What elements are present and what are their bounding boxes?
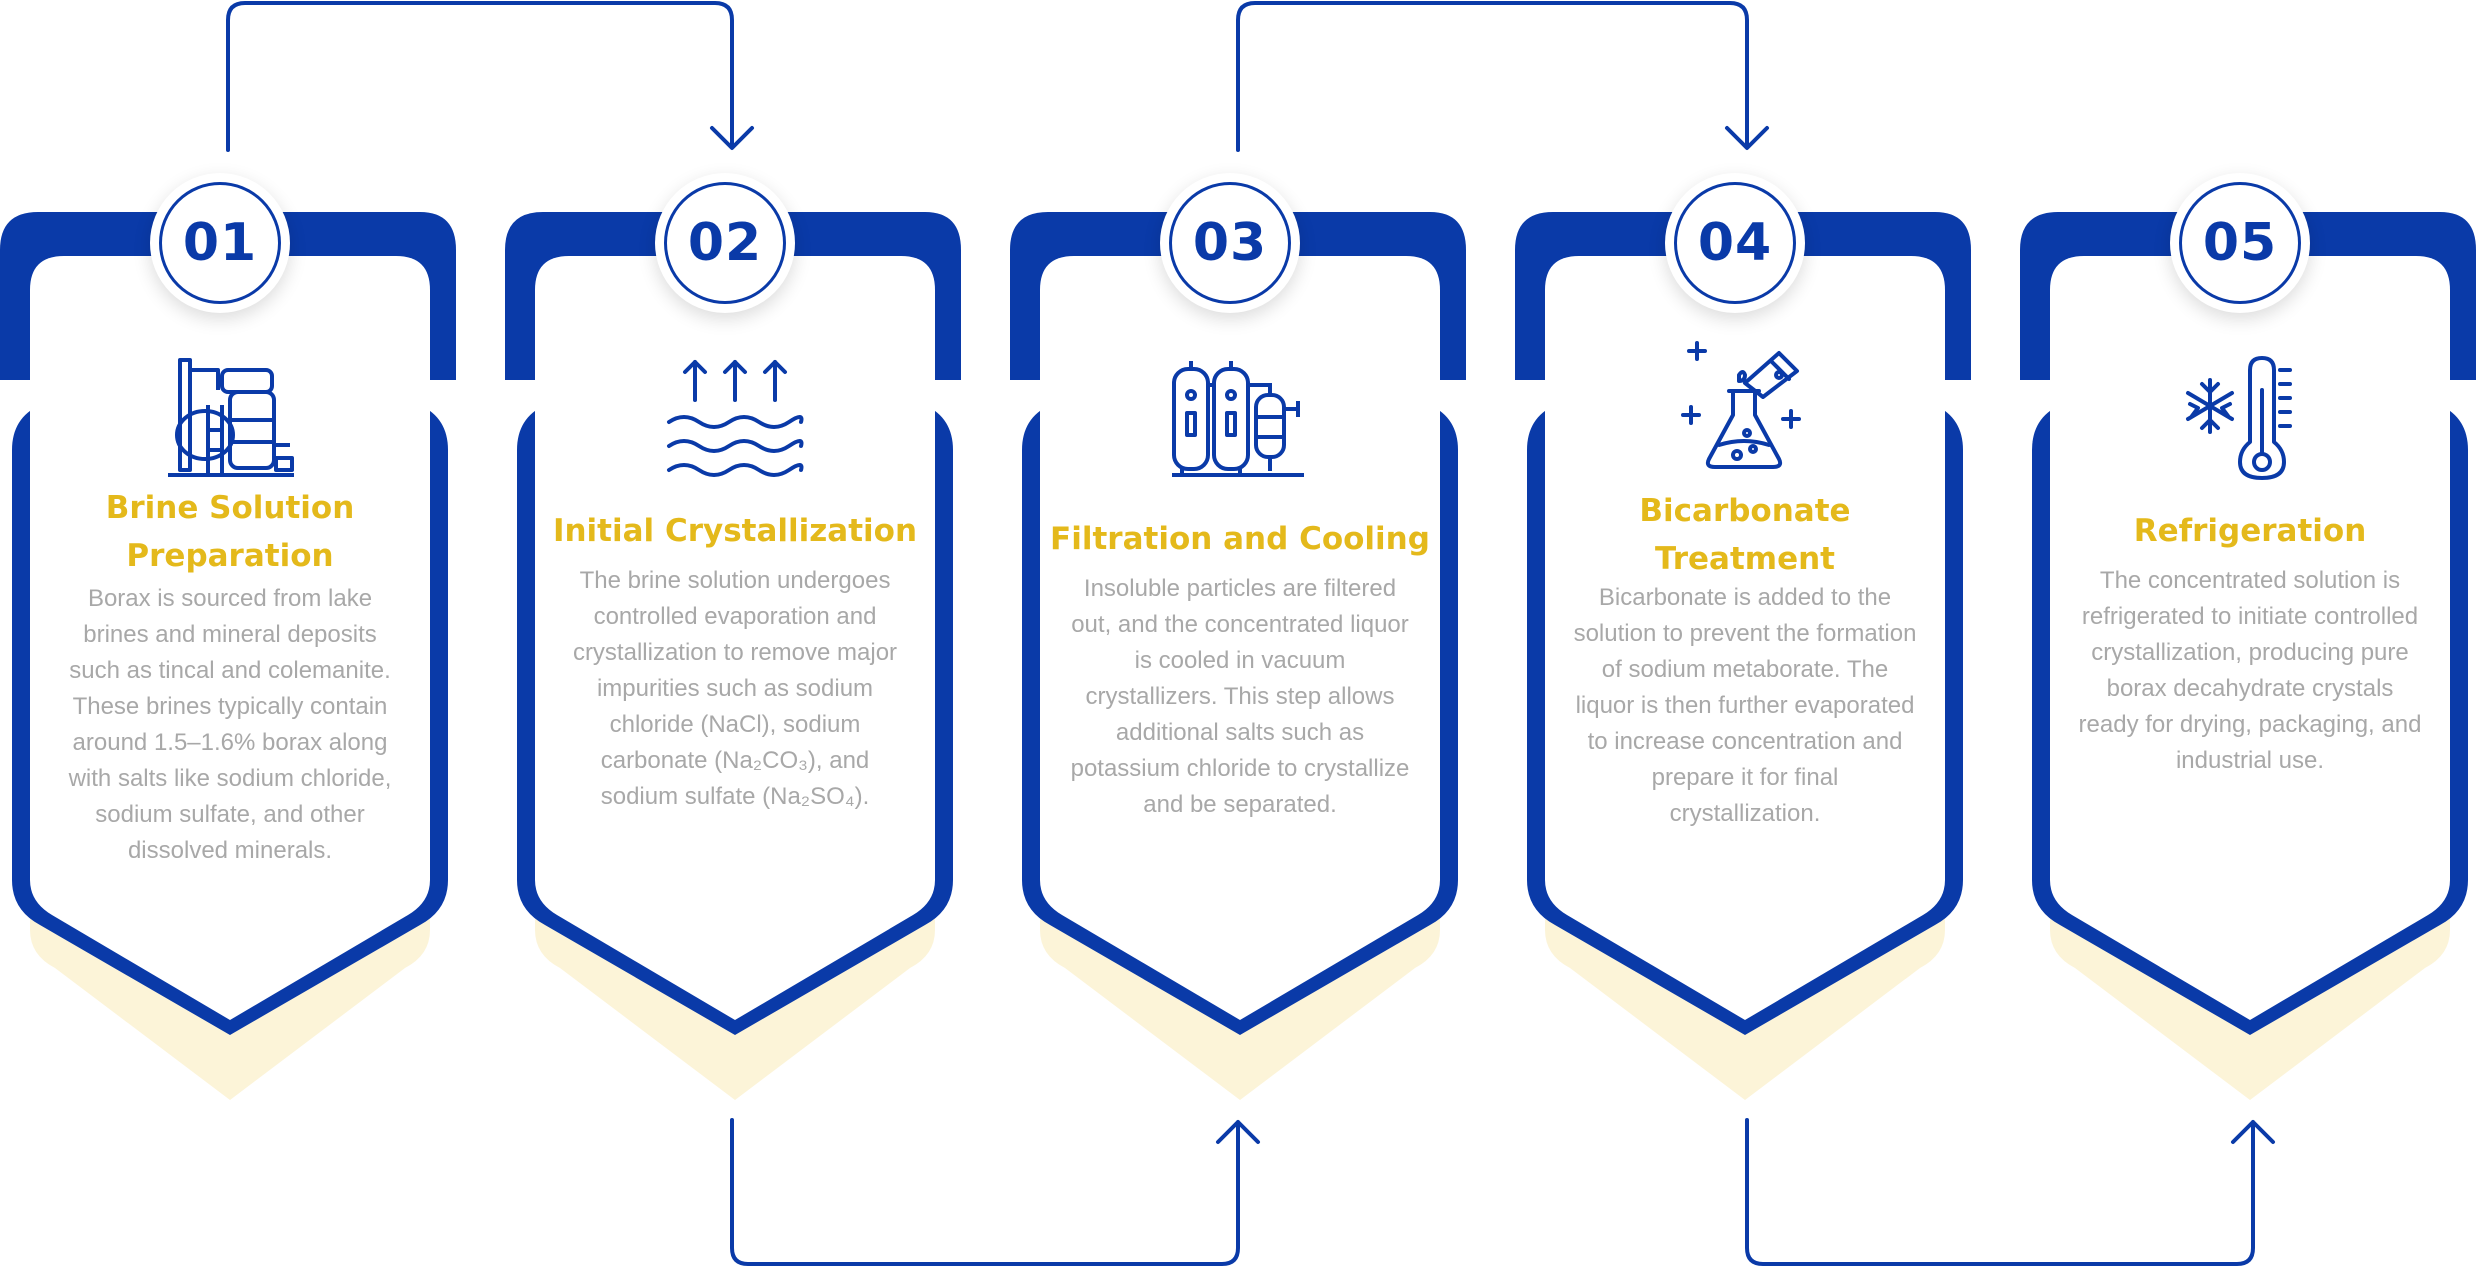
step-title: Refrigeration (2133, 513, 2367, 549)
industrial-tanks-icon (168, 358, 294, 477)
step-description: The concentrated solution is refrigerate… (2078, 567, 2422, 774)
step-card-01: 01 Brine Solution Preparation Borax is s… (0, 0, 460, 1267)
evaporation-icon (667, 360, 804, 477)
card-shape (1515, 212, 1971, 1100)
step-number: 01 (182, 213, 258, 273)
step-card-02: 02 Initial Crystallization The brine sol… (505, 0, 965, 1267)
step-description: The brine solution undergoes controlled … (572, 567, 898, 810)
step-title: Initial Crystallization (552, 513, 918, 549)
connector-arrow-04-05 (1745, 1118, 2275, 1266)
card-shape (505, 212, 961, 1100)
step-card-05: 05 Refrigeration The concentrated soluti… (2020, 0, 2480, 1267)
step-number-badge: 05 (2170, 173, 2310, 313)
step-card-04: 04 Bicarbonate Treatment Bicarbonate is … (1515, 0, 1975, 1267)
step-number-badge: 04 (1665, 173, 1805, 313)
step-title: Brine Solution Preparation (105, 490, 355, 574)
card-shape (2020, 212, 2476, 1100)
card-shape (1010, 212, 1466, 1100)
step-title: Filtration and Cooling (1050, 521, 1430, 557)
step-number: 03 (1192, 213, 1268, 273)
card-shape (0, 212, 456, 1100)
connector-arrow-01-02 (226, 1, 754, 152)
step-number-badge: 01 (150, 173, 290, 313)
step-description: Borax is sourced from lake brines and mi… (68, 585, 392, 864)
step-number: 04 (1697, 213, 1773, 273)
connector-arrow-02-03 (730, 1118, 1260, 1266)
step-description: Insoluble particles are filtered out, an… (1070, 575, 1410, 818)
step-number-badge: 03 (1160, 173, 1300, 313)
filtration-unit-icon (1172, 361, 1304, 477)
step-number-badge: 02 (655, 173, 795, 313)
refrigeration-thermometer-icon (2186, 356, 2292, 480)
chemistry-flask-icon (1681, 341, 1801, 469)
step-description: Bicarbonate is added to the solution to … (1573, 584, 1917, 827)
step-number: 02 (687, 213, 763, 273)
step-card-03: 03 Filtration and Cooling Inso (1010, 0, 1470, 1267)
connector-arrow-03-04 (1236, 1, 1769, 152)
step-number: 05 (2202, 213, 2278, 273)
step-title: Bicarbonate Treatment (1639, 493, 1851, 577)
